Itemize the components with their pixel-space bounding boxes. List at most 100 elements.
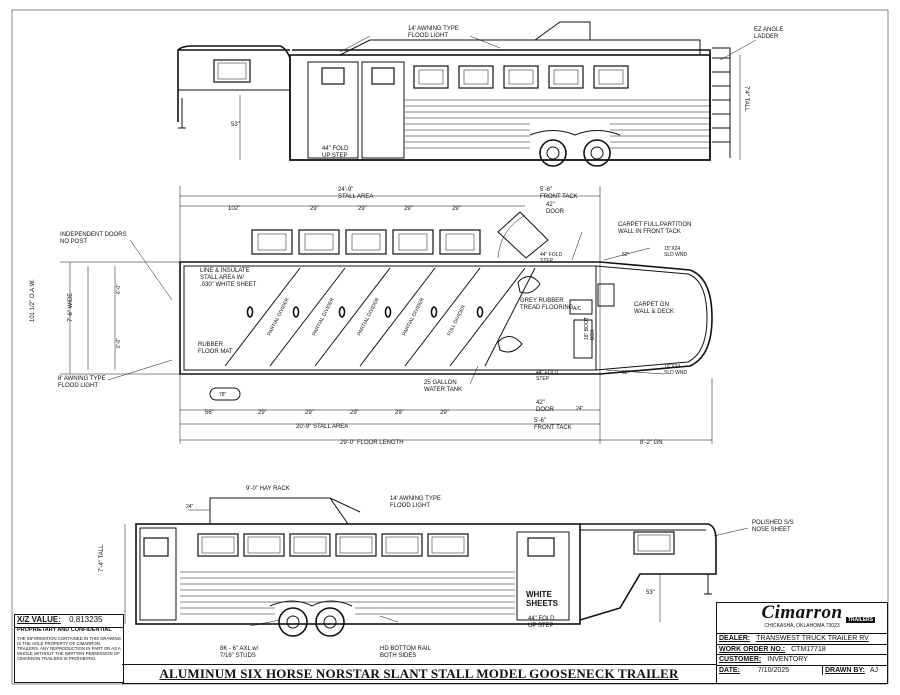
- label-line: FLOOR MAT: [198, 349, 233, 355]
- plan-stall-area-top: 24'-9"STALL AREA: [338, 187, 373, 200]
- label-line: UP STEP: [528, 623, 554, 629]
- plan-dim-left-2: 6'-0": [116, 338, 122, 348]
- plan-divider: PARTIAL DIVIDER: [356, 297, 381, 337]
- sheet-border: [11, 9, 889, 685]
- plan-top-dim: 29": [404, 206, 413, 212]
- label-line: STEP: [536, 376, 550, 382]
- plan-bottom-dim: 29": [305, 410, 314, 416]
- plan-divider: FULL DIVIDER: [446, 304, 467, 337]
- label-line: STALL AREA W/: [200, 275, 244, 281]
- plan-gn-length: 8'-2" GN: [640, 440, 663, 446]
- proprietary-body: THE INFORMATION CONTAINED IN THIS DRAWIN…: [17, 636, 121, 661]
- proprietary-notice: PROPRIETARY AND CONFIDENTIAL THE INFORMA…: [14, 626, 124, 683]
- label-line: WATER TANK: [424, 387, 462, 393]
- plan-boot-box: 18" BOOTBOX: [584, 317, 596, 340]
- drawn-value: AJ: [869, 666, 879, 674]
- label-line: DOOR: [546, 209, 565, 215]
- customer-value: INVENTORY: [767, 656, 808, 663]
- label-line: FLOOD LIGHT: [408, 33, 448, 39]
- plan-divider: PARTIAL DIVIDER: [266, 297, 291, 337]
- plan-top-dim: 102": [228, 206, 240, 212]
- plan-front-tack-top: 5'-6"FRONT TACK: [540, 187, 578, 200]
- date-label: DATE:: [719, 666, 740, 674]
- label-line: LADDER: [754, 34, 779, 40]
- side-hitch-height: 53": [646, 590, 655, 596]
- drawn-label: DRAWN BY:: [825, 666, 865, 674]
- label-line: FRONT TACK: [540, 194, 578, 200]
- label-line: WALL IN FRONT TACK: [618, 229, 681, 235]
- plan-door-bot: 42"DOOR: [536, 400, 555, 413]
- drawn-by-cell: DRAWN BY: AJ: [822, 665, 887, 675]
- plan-wide: 7'-6" WIDE: [68, 293, 74, 322]
- plan-bottom-dim: 56": [205, 410, 214, 416]
- label-line: NOSE SHEET: [752, 527, 791, 533]
- label-line: NO POST: [60, 239, 87, 245]
- address: CHICKASHA, OKLAHOMA 73023: [764, 623, 840, 629]
- plan-floor-length: 29'-0" FLOOR LENGTH: [340, 440, 404, 446]
- plan-dim-24: 24": [576, 406, 584, 412]
- label-line: STALL AREA: [338, 194, 373, 200]
- plan-top-dim: 29": [358, 206, 367, 212]
- side-dim-24: 24": [186, 504, 194, 510]
- label-line: BOX: [590, 329, 596, 340]
- label-line: SLD WND: [664, 370, 687, 376]
- work-order-label: WORK ORDER NO.:: [719, 645, 786, 653]
- label-line: DOOR: [536, 407, 555, 413]
- plan-stall-area-bot: 20'-9" STALL AREA: [296, 424, 348, 430]
- plan-ac-label: A/C: [573, 306, 582, 312]
- date-row: DATE: 7/10/2025 DRAWN BY: AJ: [717, 665, 887, 675]
- brand-sub: TRAILERS: [846, 617, 875, 623]
- top-tall-label: 7'4" TALL: [743, 86, 749, 112]
- floor-plan-view: [60, 186, 713, 444]
- label-line: FLOOD LIGHT: [58, 383, 98, 389]
- plan-top-dim: 29": [452, 206, 461, 212]
- label-line: 7/16" STUDS: [220, 653, 256, 659]
- title-block: Cimarron TRAILERS CHICKASHA, OKLAHOMA 73…: [716, 602, 888, 684]
- elevation-view-top: [177, 21, 757, 167]
- side-hay-rack: 9'-0" HAY RACK: [246, 486, 290, 492]
- plan-bottom-dim: 29": [350, 410, 359, 416]
- plan-divider: PARTIAL DIVIDER: [311, 297, 336, 337]
- dealer-row: DEALER: TRANSWEST TRUCK TRAILER RV: [717, 634, 887, 645]
- side-tall-label: 7'-4" TALL: [99, 544, 105, 572]
- work-order-value: CTM17718: [791, 645, 826, 653]
- label-line: .030" WHITE SHEET: [200, 282, 257, 288]
- xz-value: 0.813235: [69, 615, 103, 624]
- drawing-title: ALUMINUM SIX HORSE NORSTAR SLANT STALL M…: [159, 666, 679, 681]
- label-line: SHEETS: [526, 599, 559, 608]
- top-hitch-height: 53": [231, 122, 240, 128]
- drawing-title-bar: ALUMINUM SIX HORSE NORSTAR SLANT STALL M…: [122, 664, 716, 684]
- label-line: TREAD FLOORING: [520, 305, 574, 311]
- plan-bottom-dim: 29": [440, 410, 449, 416]
- xz-label: X/Z VALUE:: [17, 615, 61, 624]
- plan-dim-left-1: 6'-0": [116, 284, 122, 294]
- plan-dim-52-top: 52": [622, 252, 630, 258]
- label-line: SLD WND: [664, 252, 687, 258]
- dealer-label: DEALER:: [719, 635, 751, 642]
- date-value: 7/10/2025: [757, 666, 790, 674]
- plan-front-tack-bot: 5'-6"FRONT TACK: [534, 418, 572, 431]
- work-order-row: WORK ORDER NO.: CTM17718: [717, 645, 887, 655]
- label-line: STEP: [540, 258, 554, 264]
- customer-label: CUSTOMER:: [719, 656, 762, 663]
- label-line: BOTH SIDES: [380, 653, 416, 659]
- label-line: WALL & DECK: [634, 309, 674, 315]
- label-line: FLOOD LIGHT: [390, 503, 430, 509]
